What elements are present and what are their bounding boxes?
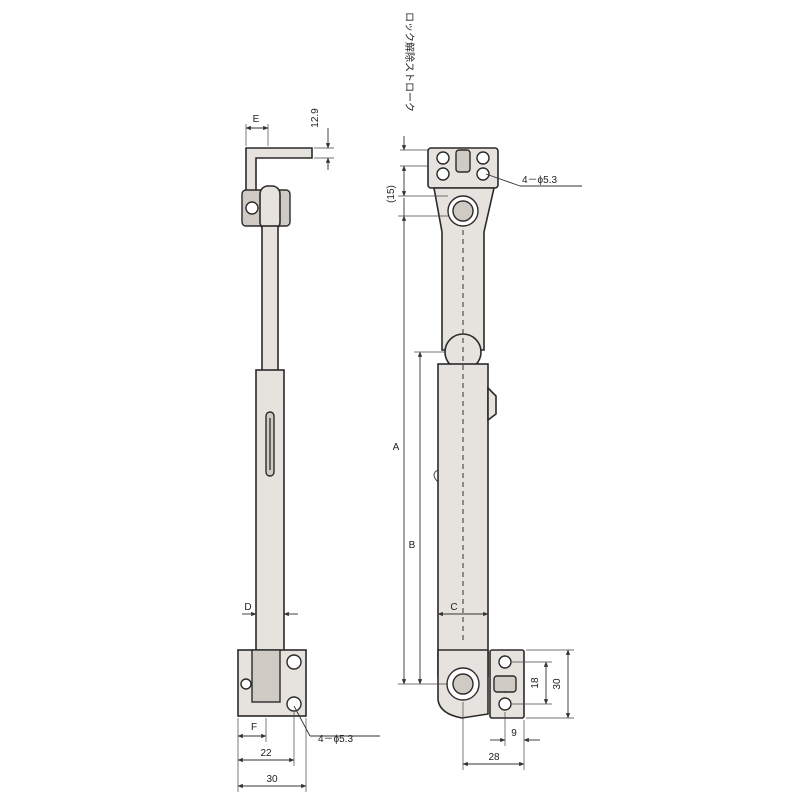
top-hole-4 (476, 167, 490, 181)
dim-c-label: C (450, 602, 457, 613)
dim-b-label: B (409, 540, 416, 551)
top-hole-1 (436, 151, 450, 165)
top-bracket-side (245, 147, 313, 193)
front-view (427, 147, 525, 719)
rod-side (261, 225, 279, 373)
dim-a-label: A (393, 442, 400, 453)
side-view-dimensions: E 12.9 D F 22 30 4－ϕ5.3 (237, 108, 380, 792)
front-view-dimensions: ロック解除ストローク (15) A B C 4－ϕ5.3 18 (386, 12, 582, 770)
dim-30-bottom-label: 30 (266, 774, 278, 785)
dim-28-label: 28 (488, 752, 500, 763)
bottom-hole-1 (498, 655, 512, 669)
dim-d-label: D (244, 602, 251, 613)
dim-9-label: 9 (511, 728, 517, 739)
bottom-center-block (493, 675, 517, 693)
top-hole-2 (476, 151, 490, 165)
top-eye-side (259, 185, 281, 231)
bottom-hole-side-upper (286, 654, 302, 670)
side-view (237, 147, 313, 717)
dim-f-label: F (251, 722, 257, 733)
release-lever (487, 386, 497, 422)
bottom-lug-side (251, 649, 281, 703)
dim-12-9-label: 12.9 (310, 108, 321, 128)
lock-stroke-label: ロック解除ストローク (403, 12, 416, 112)
bottom-pin-side (240, 678, 252, 690)
top-center-slot (455, 149, 471, 173)
holes-bottom-label: 4－ϕ5.3 (318, 734, 354, 745)
dim-e-label: E (253, 114, 260, 125)
top-hole-3 (436, 167, 450, 181)
top-arm-front (433, 187, 496, 351)
dim-22-label: 22 (260, 748, 272, 759)
dim-30-right-label: 30 (552, 678, 563, 690)
pivot-bolt-side (245, 201, 259, 215)
bottom-hole-3 (498, 697, 512, 711)
dim-15-label: (15) (386, 185, 397, 203)
holes-top-label: 4－ϕ5.3 (522, 175, 558, 186)
bottom-hole-side-lower (286, 696, 302, 712)
dim-18-label: 18 (530, 677, 541, 689)
